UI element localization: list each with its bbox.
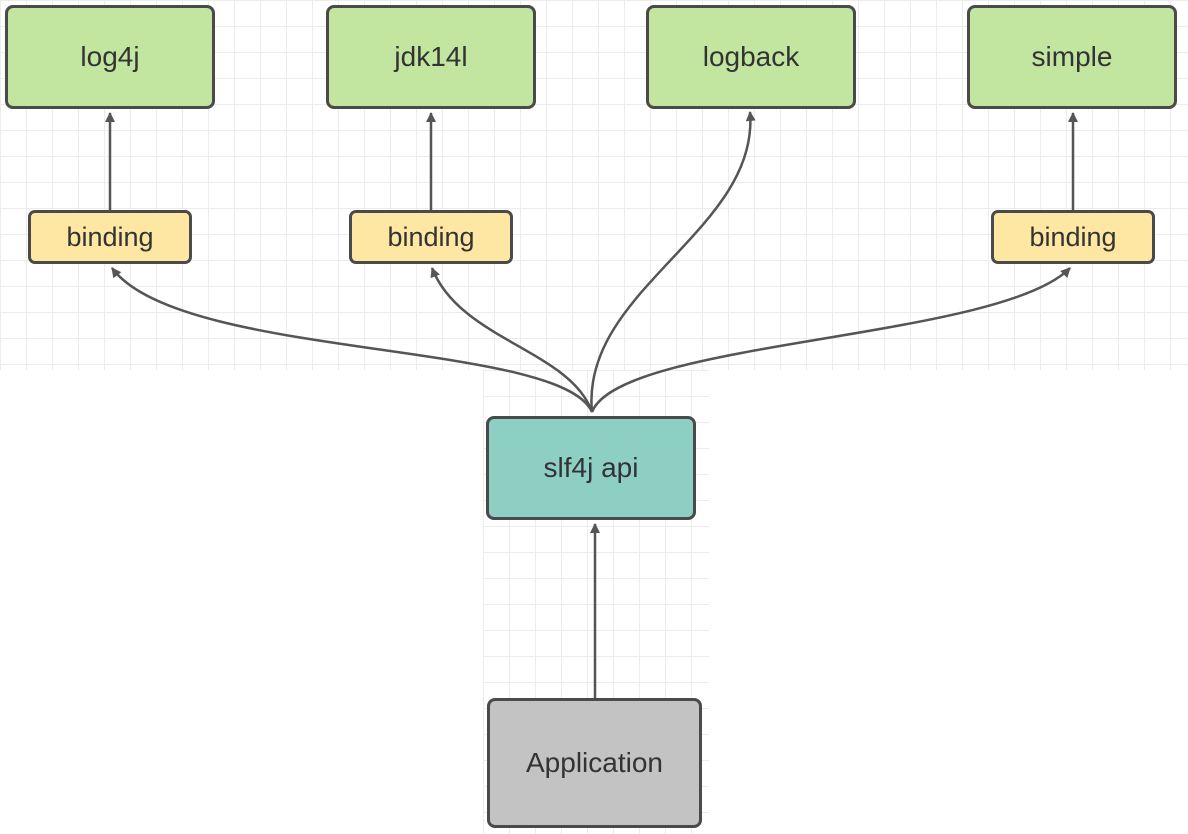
arrow-api-to-logback [590, 111, 756, 413]
node-binding-log4j[interactable]: binding [28, 210, 192, 264]
node-simple-label: simple [1031, 41, 1113, 72]
node-logback-label: logback [702, 41, 800, 72]
node-jdk14l-label: jdk14l [394, 41, 468, 72]
node-slf4j-api-label: slf4j api [543, 452, 639, 483]
node-binding-simple[interactable]: binding [991, 210, 1155, 264]
node-jdk14l[interactable]: jdk14l [326, 5, 536, 109]
node-application-label: Application [526, 747, 663, 778]
node-binding-log4j-label: binding [66, 221, 154, 252]
arrow-api-to-binding-jdk14l [430, 267, 594, 413]
node-slf4j-api[interactable]: slf4j api [486, 416, 696, 520]
node-application[interactable]: Application [487, 698, 702, 828]
node-binding-jdk14l-label: binding [387, 221, 475, 252]
node-log4j-label: log4j [80, 41, 140, 72]
arrow-api-to-binding-log4j [110, 267, 594, 413]
node-binding-jdk14l[interactable]: binding [349, 210, 513, 264]
node-log4j[interactable]: log4j [5, 5, 215, 109]
node-logback[interactable]: logback [646, 5, 856, 109]
node-simple[interactable]: simple [967, 5, 1177, 109]
node-binding-simple-label: binding [1029, 221, 1117, 252]
arrow-api-to-binding-simple [590, 267, 1071, 413]
